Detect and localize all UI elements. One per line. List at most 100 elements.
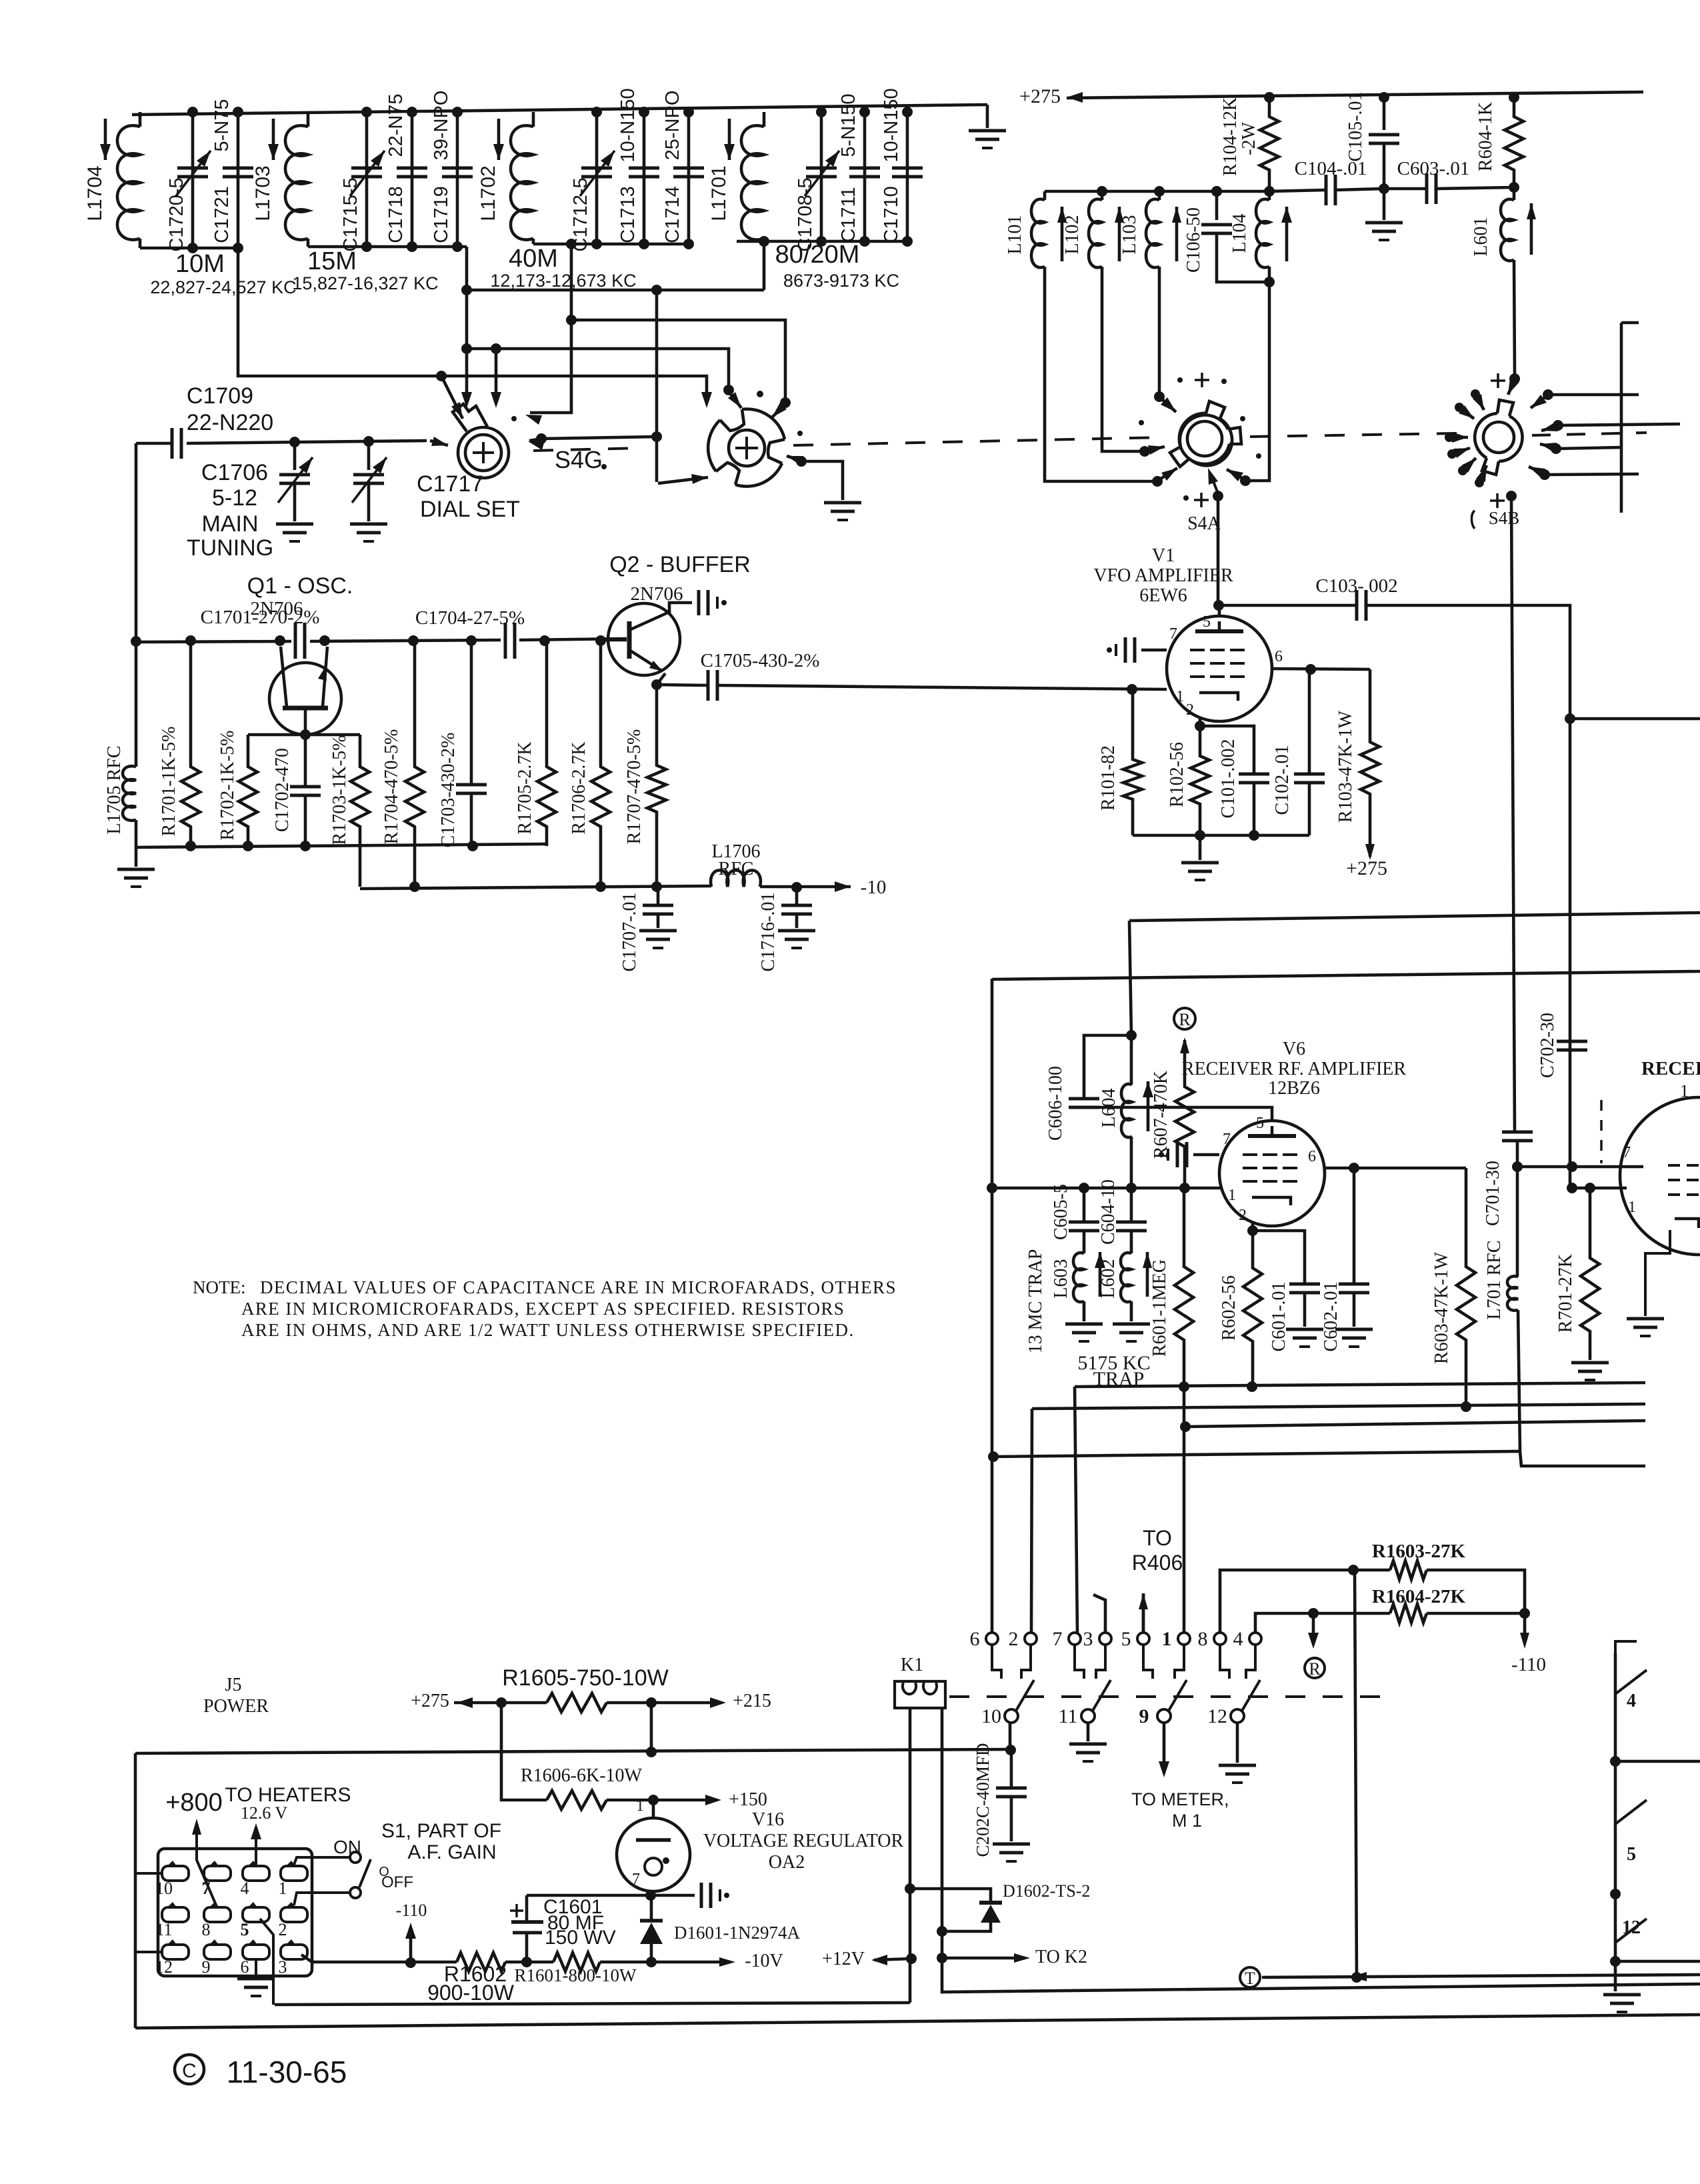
svg-text:-110: -110 bbox=[396, 1901, 427, 1920]
svg-text:6: 6 bbox=[1308, 1148, 1316, 1165]
svg-text:2N706: 2N706 bbox=[251, 598, 303, 619]
svg-text:R1702-1K-5%: R1702-1K-5% bbox=[217, 731, 238, 841]
svg-text:5: 5 bbox=[1203, 613, 1211, 631]
svg-text:1: 1 bbox=[1176, 688, 1184, 705]
svg-text:C105-.01: C105-.01 bbox=[1345, 92, 1366, 162]
svg-text:R: R bbox=[1309, 1659, 1321, 1679]
svg-text:7: 7 bbox=[632, 1871, 640, 1888]
svg-text:MAIN: MAIN bbox=[202, 511, 259, 537]
svg-text:R1606-6K-10W: R1606-6K-10W bbox=[521, 1765, 643, 1786]
svg-text:C1718: C1718 bbox=[385, 186, 407, 243]
svg-text:11: 11 bbox=[1059, 1705, 1078, 1727]
svg-text:L103: L103 bbox=[1119, 215, 1140, 254]
svg-text:S4A: S4A bbox=[1187, 513, 1221, 534]
svg-text:R102-56: R102-56 bbox=[1167, 742, 1187, 807]
svg-text:8: 8 bbox=[1198, 1628, 1208, 1650]
svg-text:C605-5: C605-5 bbox=[1051, 1184, 1071, 1240]
svg-text:R701-27K: R701-27K bbox=[1555, 1254, 1576, 1333]
svg-text:6: 6 bbox=[970, 1628, 980, 1650]
svg-text:12,173-12,673 KC: 12,173-12,673 KC bbox=[490, 271, 636, 291]
svg-text:7: 7 bbox=[1169, 625, 1177, 643]
svg-text:C1721: C1721 bbox=[211, 186, 233, 243]
svg-text:13 MC TRAP: 13 MC TRAP bbox=[1025, 1249, 1046, 1354]
svg-text:VFO AMPLIFIER: VFO AMPLIFIER bbox=[1093, 565, 1233, 586]
svg-text:7: 7 bbox=[1053, 1628, 1063, 1650]
svg-text:12: 12 bbox=[1207, 1705, 1227, 1727]
svg-text:R1604-27K: R1604-27K bbox=[1372, 1586, 1466, 1607]
svg-text:10: 10 bbox=[155, 1879, 173, 1898]
svg-text:D1602-TS-2: D1602-TS-2 bbox=[1003, 1881, 1090, 1901]
svg-text:C1713: C1713 bbox=[617, 186, 639, 243]
svg-text:1: 1 bbox=[1228, 1187, 1236, 1204]
svg-text:C702-30: C702-30 bbox=[1537, 1013, 1558, 1078]
svg-text:L1701: L1701 bbox=[708, 165, 730, 221]
svg-text:+800: +800 bbox=[165, 1789, 223, 1817]
svg-text:POWER: POWER bbox=[203, 1696, 269, 1717]
svg-text:R1705-2.7K: R1705-2.7K bbox=[515, 741, 535, 834]
svg-text:R1602: R1602 bbox=[444, 1962, 507, 1986]
svg-text:L701 RFC: L701 RFC bbox=[1484, 1240, 1505, 1319]
svg-text:RECEIV: RECEIV bbox=[1641, 1058, 1700, 1079]
svg-text:10M: 10M bbox=[175, 250, 225, 278]
svg-text:C606-100: C606-100 bbox=[1045, 1066, 1066, 1141]
svg-text:TUNING: TUNING bbox=[187, 535, 273, 561]
svg-text:12BZ6: 12BZ6 bbox=[1268, 1078, 1320, 1099]
svg-text:7: 7 bbox=[1223, 1131, 1231, 1148]
svg-text:4: 4 bbox=[241, 1879, 249, 1898]
svg-text:R1603-27K: R1603-27K bbox=[1372, 1541, 1466, 1562]
svg-text:1: 1 bbox=[279, 1879, 287, 1898]
svg-text:-2W: -2W bbox=[1239, 122, 1259, 155]
svg-text:2: 2 bbox=[1239, 1207, 1247, 1224]
svg-text:O: O bbox=[379, 1865, 389, 1879]
svg-text:C1714: C1714 bbox=[662, 186, 683, 243]
svg-text:R1601-800-10W: R1601-800-10W bbox=[515, 1965, 637, 1985]
svg-text:6: 6 bbox=[1275, 648, 1283, 665]
svg-text:-10: -10 bbox=[861, 877, 887, 898]
svg-text:Q2 - BUFFER: Q2 - BUFFER bbox=[609, 552, 751, 577]
svg-text:2: 2 bbox=[279, 1920, 287, 1939]
svg-text:R101-82: R101-82 bbox=[1098, 745, 1119, 811]
svg-text:NOTE:: NOTE: bbox=[193, 1277, 245, 1297]
svg-text:C1715-5: C1715-5 bbox=[340, 177, 361, 251]
svg-text:C1701-270-2%: C1701-270-2% bbox=[201, 607, 320, 628]
svg-text:J5: J5 bbox=[225, 1675, 242, 1695]
svg-text:ARE IN OHMS, AND ARE 1/2 WATT: ARE IN OHMS, AND ARE 1/2 WATT UNLESS OTH… bbox=[241, 1320, 855, 1340]
svg-text:K1: K1 bbox=[901, 1655, 923, 1675]
svg-text:2: 2 bbox=[1186, 701, 1194, 719]
svg-text:+150: +150 bbox=[729, 1789, 767, 1810]
svg-text:+215: +215 bbox=[733, 1691, 771, 1711]
svg-text:C1708-5: C1708-5 bbox=[795, 177, 816, 251]
svg-text:L104: L104 bbox=[1229, 213, 1250, 253]
svg-text:C602-.01: C602-.01 bbox=[1321, 1282, 1341, 1352]
svg-text:R1706-2.7K: R1706-2.7K bbox=[569, 741, 589, 834]
svg-text:12: 12 bbox=[1622, 1917, 1641, 1938]
svg-text:10-N150: 10-N150 bbox=[881, 88, 902, 162]
svg-text:+275: +275 bbox=[411, 1691, 449, 1711]
svg-text:R1605-750-10W: R1605-750-10W bbox=[502, 1665, 668, 1691]
svg-text:150 WV: 150 WV bbox=[545, 1927, 616, 1949]
svg-text:ON: ON bbox=[333, 1837, 361, 1857]
svg-text:C1706: C1706 bbox=[201, 460, 268, 485]
svg-text:V1: V1 bbox=[1152, 545, 1175, 566]
svg-text:L1705 RFC: L1705 RFC bbox=[104, 745, 125, 834]
svg-text:C1720-5: C1720-5 bbox=[166, 177, 187, 251]
svg-text:1: 1 bbox=[1628, 1199, 1636, 1216]
svg-text:9: 9 bbox=[202, 1957, 211, 1977]
svg-text:OA2: OA2 bbox=[769, 1852, 805, 1873]
svg-text:L1704: L1704 bbox=[84, 165, 106, 221]
svg-text:6: 6 bbox=[241, 1957, 249, 1977]
svg-text:8673-9173 KC: 8673-9173 KC bbox=[783, 271, 899, 291]
svg-text:M 1: M 1 bbox=[1172, 1811, 1202, 1831]
svg-text:40M: 40M bbox=[509, 245, 558, 273]
svg-text:1: 1 bbox=[1680, 1081, 1689, 1101]
svg-text:5-12: 5-12 bbox=[212, 485, 257, 511]
svg-text:R602-56: R602-56 bbox=[1219, 1275, 1239, 1341]
svg-text:L603: L603 bbox=[1051, 1259, 1071, 1298]
svg-text:C106-50: C106-50 bbox=[1183, 207, 1204, 273]
svg-text:12.6 V: 12.6 V bbox=[241, 1803, 288, 1823]
svg-text:S4B: S4B bbox=[1489, 508, 1520, 528]
svg-text:+12V: +12V bbox=[822, 1949, 865, 1969]
svg-text:22-N75: 22-N75 bbox=[385, 93, 407, 157]
svg-text:11: 11 bbox=[155, 1920, 172, 1939]
svg-text:5-N150: 5-N150 bbox=[838, 93, 859, 157]
